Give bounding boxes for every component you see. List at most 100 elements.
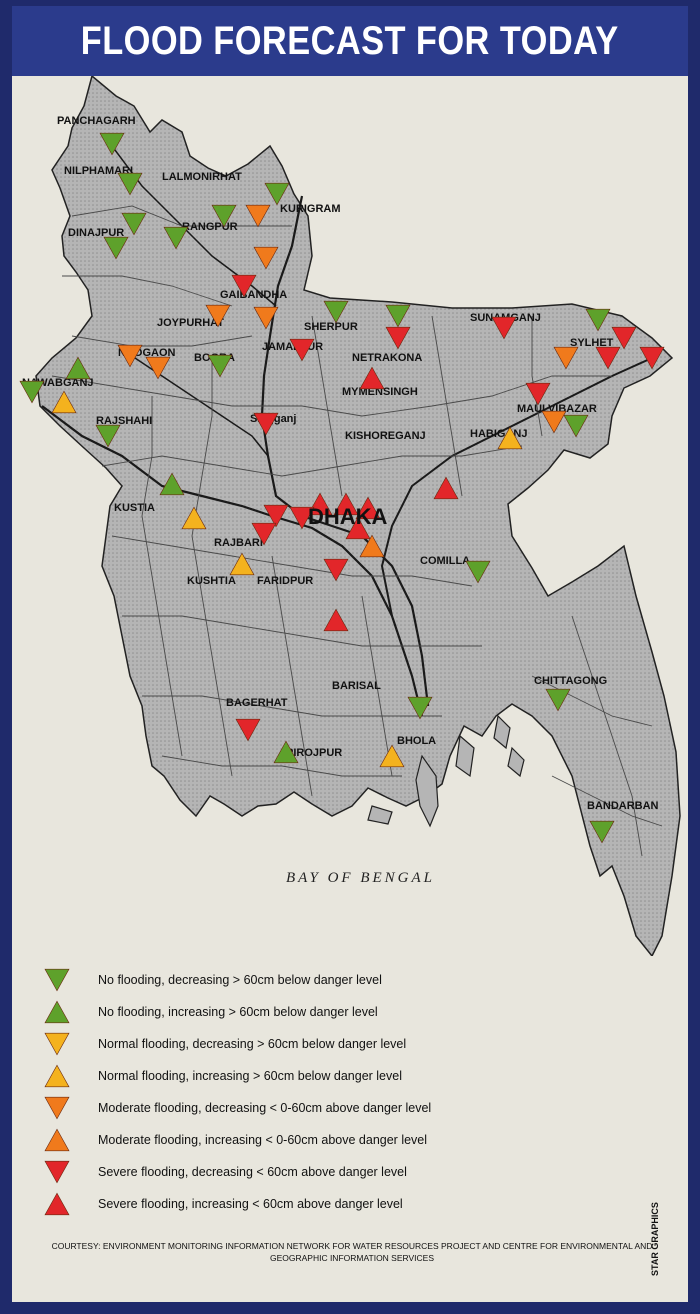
flood-marker-red-decreasing — [251, 522, 277, 546]
place-label: KURIGRAM — [280, 203, 341, 215]
place-label: COMILLA — [420, 555, 470, 567]
flood-marker-green-decreasing — [323, 300, 349, 324]
flood-marker-orange-decreasing — [245, 204, 271, 228]
legend-label: No flooding, decreasing > 60cm below dan… — [98, 973, 382, 987]
flood-marker-yellow-increasing — [497, 426, 523, 450]
flood-marker-green-decreasing — [407, 696, 433, 720]
place-label: RAJBARI — [214, 537, 263, 549]
legend-marker-icon — [44, 968, 70, 992]
legend-marker-icon — [44, 1192, 70, 1216]
legend-label: Severe flooding, decreasing < 60cm above… — [98, 1165, 407, 1179]
flood-marker-green-decreasing — [19, 380, 45, 404]
place-label: SHERPUR — [304, 321, 358, 333]
place-label: RANGPUR — [182, 221, 238, 233]
legend-item: Severe flooding, decreasing < 60cm above… — [42, 1158, 642, 1186]
legend-item: Severe flooding, increasing < 60cm above… — [42, 1190, 642, 1218]
place-label: KISHOREGANJ — [345, 430, 426, 442]
flood-marker-red-decreasing — [595, 346, 621, 370]
flood-marker-red-decreasing — [323, 558, 349, 582]
legend-label: Moderate flooding, decreasing < 0-60cm a… — [98, 1101, 432, 1115]
flood-marker-orange-increasing — [359, 534, 385, 558]
flood-marker-red-decreasing — [639, 346, 665, 370]
flood-marker-orange-decreasing — [205, 304, 231, 328]
legend-label: Normal flooding, decreasing > 60cm below… — [98, 1037, 407, 1051]
place-label: JOYPURHAT — [157, 317, 224, 329]
river-brahmaputra — [260, 195, 430, 707]
flood-marker-green-decreasing — [545, 688, 571, 712]
flood-marker-red-increasing — [307, 492, 333, 516]
legend-item: No flooding, decreasing > 60cm below dan… — [42, 966, 642, 994]
place-label: NETRAKONA — [352, 352, 422, 364]
flood-marker-green-decreasing — [211, 204, 237, 228]
place-label: PIROJPUR — [286, 747, 342, 759]
flood-marker-green-decreasing — [95, 424, 121, 448]
legend-item: No flooding, increasing > 60cm below dan… — [42, 998, 642, 1026]
flood-marker-yellow-increasing — [181, 506, 207, 530]
legend-marker-icon — [44, 1096, 70, 1120]
flood-marker-green-decreasing — [117, 172, 143, 196]
header-bar: FLOOD FORECAST FOR TODAY — [12, 6, 688, 76]
place-label: MAULVIBAZAR — [517, 403, 597, 415]
place-label: RAJSHAHI — [96, 415, 152, 427]
flood-marker-red-decreasing — [525, 382, 551, 406]
flood-marker-red-decreasing — [289, 506, 315, 530]
legend-item: Normal flooding, increasing > 60cm below… — [42, 1062, 642, 1090]
place-label: BANDARBAN — [587, 800, 659, 812]
flood-marker-green-decreasing — [585, 308, 611, 332]
flood-marker-green-decreasing — [385, 304, 411, 328]
flood-marker-yellow-increasing — [51, 390, 77, 414]
place-label: NILPHAMARI — [64, 165, 133, 177]
flood-marker-green-decreasing — [163, 226, 189, 250]
flood-marker-green-decreasing — [589, 820, 615, 844]
flood-marker-orange-decreasing — [541, 410, 567, 434]
legend-item: Normal flooding, decreasing > 60cm below… — [42, 1030, 642, 1058]
flood-marker-red-increasing — [433, 476, 459, 500]
flood-marker-red-increasing — [359, 366, 385, 390]
flood-marker-red-increasing — [345, 516, 371, 540]
legend-label: Severe flooding, increasing < 60cm above… — [98, 1197, 403, 1211]
flood-marker-orange-decreasing — [117, 344, 143, 368]
credit-text: COURTESY: ENVIRONMENT MONITORING INFORMA… — [51, 1241, 653, 1263]
flood-marker-red-decreasing — [235, 718, 261, 742]
flood-marker-red-increasing — [355, 496, 381, 520]
flood-marker-red-decreasing — [263, 504, 289, 528]
flood-marker-green-decreasing — [563, 414, 589, 438]
place-label: CHITTAGONG — [534, 675, 607, 687]
place-label: FARIDPUR — [257, 575, 313, 587]
place-label: BARISAL — [332, 680, 381, 692]
legend-label: Normal flooding, increasing > 60cm below… — [98, 1069, 402, 1083]
side-credit-text: STAR GRAPHICS — [650, 1202, 660, 1276]
coastal-islands — [367, 714, 525, 828]
flood-marker-green-decreasing — [465, 560, 491, 584]
flood-marker-yellow-increasing — [229, 552, 255, 576]
flood-marker-green-decreasing — [121, 212, 147, 236]
place-label: BAGERHAT — [226, 697, 288, 709]
place-label: KUSTIA — [114, 502, 155, 514]
legend-label: Moderate flooding, increasing < 0-60cm a… — [98, 1133, 428, 1147]
place-label: HABIGANJ — [470, 428, 527, 440]
legend-marker-icon — [44, 1032, 70, 1056]
flood-marker-orange-decreasing — [253, 306, 279, 330]
flood-marker-orange-decreasing — [553, 346, 579, 370]
flood-marker-green-increasing — [273, 740, 299, 764]
flood-marker-red-decreasing — [611, 326, 637, 350]
flood-marker-red-decreasing — [491, 316, 517, 340]
legend-item: Moderate flooding, increasing < 0-60cm a… — [42, 1126, 642, 1154]
legend-item: Moderate flooding, decreasing < 0-60cm a… — [42, 1094, 642, 1122]
flood-markers — [19, 132, 665, 844]
flood-marker-green-increasing — [159, 472, 185, 496]
flood-marker-red-decreasing — [253, 412, 279, 436]
flood-marker-yellow-increasing — [379, 744, 405, 768]
flood-marker-red-increasing — [323, 608, 349, 632]
flood-marker-green-increasing — [65, 356, 91, 380]
place-label: PANCHAGARH — [57, 115, 136, 127]
place-label: BHOLA — [397, 735, 436, 747]
legend-label: No flooding, increasing > 60cm below dan… — [98, 1005, 378, 1019]
flood-marker-green-decreasing — [103, 236, 129, 260]
flood-marker-red-increasing — [333, 492, 359, 516]
flood-marker-orange-decreasing — [253, 246, 279, 270]
flood-marker-green-decreasing — [99, 132, 125, 156]
